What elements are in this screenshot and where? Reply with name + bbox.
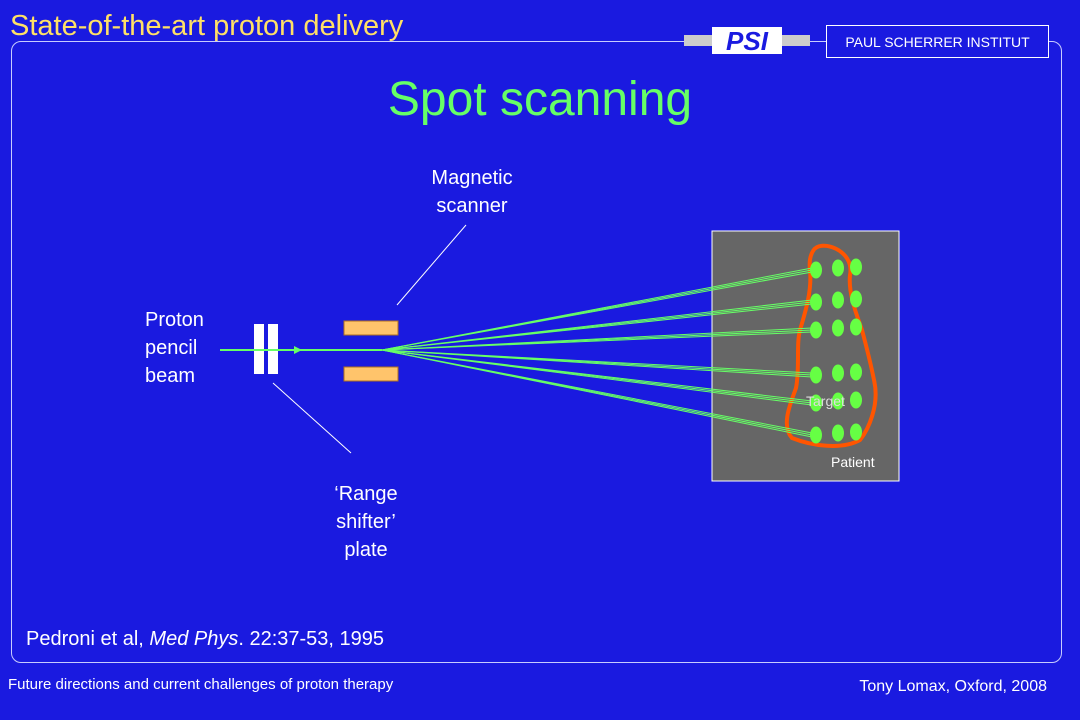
scanner-magnet-bottom [343, 366, 399, 382]
scanner-leader-line [396, 224, 467, 306]
beam-arrow [294, 346, 302, 354]
magnetic-scanner-label-line2: scanner [436, 195, 508, 217]
footer-right: Tony Lomax, Oxford, 2008 [859, 678, 1047, 695]
dose-spot-2-0 [810, 321, 822, 339]
magnetic-scanner-label: Magnetic scanner [400, 164, 544, 220]
dose-spot-1-1 [832, 291, 844, 309]
dose-spot-4-2 [850, 391, 862, 409]
dose-spot-3-1 [832, 364, 844, 382]
dose-spot-3-0 [810, 366, 822, 384]
footer-left: Future directions and current challenges… [8, 676, 394, 693]
dose-spot-0-2 [850, 258, 862, 276]
dose-spot-0-1 [832, 259, 844, 277]
citation-journal: Med Phys [149, 628, 239, 650]
citation-ref: . 22:37-53, 1995 [238, 628, 385, 650]
dose-spot-1-2 [850, 290, 862, 308]
range-shifter-label-line2: shifter’ [336, 511, 396, 533]
beam-ray-3-2 [381, 349, 813, 378]
dose-spot-3-2 [850, 363, 862, 381]
beam-ray-2-2 [381, 331, 813, 351]
dose-spot-0-0 [810, 261, 822, 279]
psi-logo: PSI [684, 27, 810, 54]
spot-grid [810, 258, 862, 444]
beam-ray-0-2 [381, 271, 813, 351]
citation-authors: Pedroni et al, [26, 628, 150, 650]
dose-spot-2-2 [850, 318, 862, 336]
dose-spot-5-2 [850, 423, 862, 441]
dose-spot-4-0 [810, 394, 822, 412]
dose-spot-1-0 [810, 293, 822, 311]
scanned-beam-fan [381, 267, 813, 438]
patient-box [711, 230, 900, 482]
slide-frame [11, 41, 1062, 663]
dose-spot-5-1 [832, 424, 844, 442]
scanner-magnet-top [343, 320, 399, 336]
magnetic-scanner-label-line1: Magnetic [431, 167, 513, 189]
beam-ray-5-2 [381, 349, 813, 438]
proton-beam-label-line2: pencil [145, 337, 198, 359]
beam-ray-1-2 [381, 303, 813, 351]
range-shifter-label-line3: plate [344, 539, 388, 561]
patient-label: Patient [831, 454, 875, 470]
range-shifter-leader-line [272, 382, 352, 454]
institute-name: PAUL SCHERRER INSTITUT [826, 25, 1049, 58]
range-shifter-label-line1: ‘Range [334, 483, 398, 505]
target-label: Target [806, 393, 845, 409]
header-title: State-of-the-art proton delivery [10, 10, 404, 42]
citation: Pedroni et al, Med Phys. 22:37-53, 1995 [26, 628, 384, 651]
proton-beam-label-line3: beam [145, 365, 196, 387]
range-shifter-label: ‘Range shifter’ plate [300, 480, 432, 564]
psi-logo-text: PSI [726, 27, 769, 54]
dose-spot-2-1 [832, 319, 844, 337]
proton-beam-label: Proton pencil beam [145, 306, 204, 390]
beam-ray-4-2 [381, 349, 813, 406]
slide-title: Spot scanning [387, 73, 693, 126]
dose-spot-5-0 [810, 426, 822, 444]
dose-spot-4-1 [832, 392, 844, 410]
proton-beam-label-line1: Proton [145, 309, 204, 331]
